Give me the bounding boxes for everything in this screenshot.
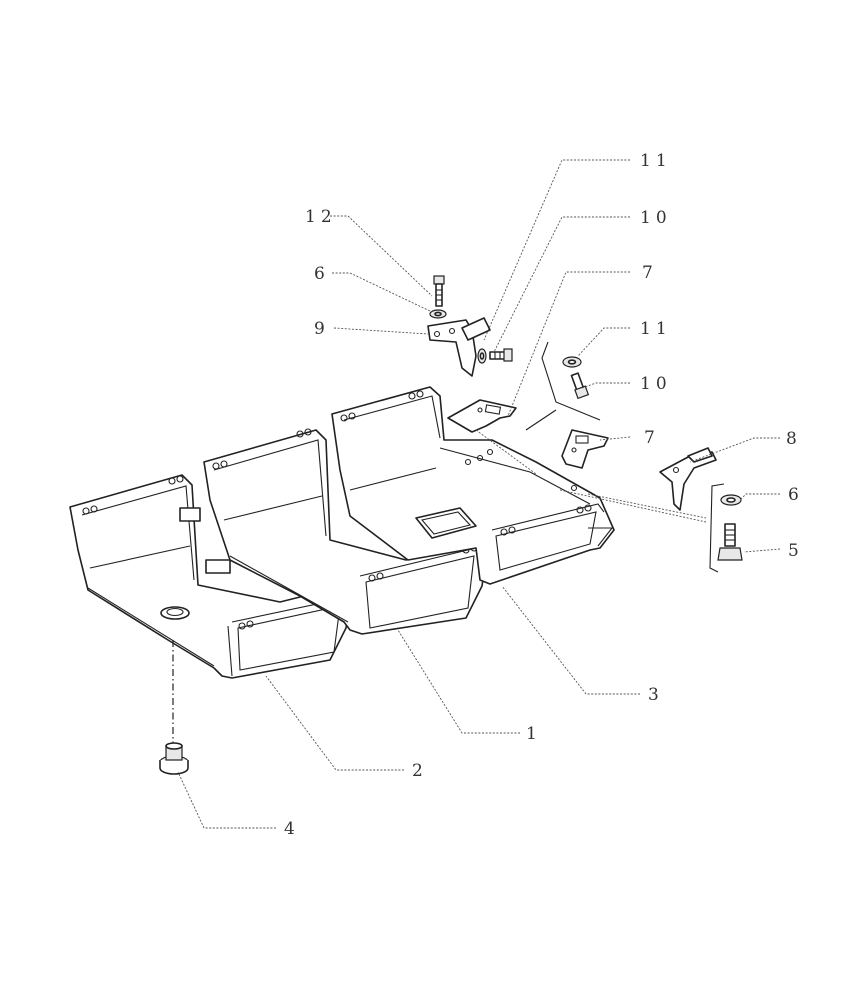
washer-6-upper (429, 309, 447, 319)
washer-6-right (720, 494, 742, 506)
callout-labels: 11 10 12 7 6 9 11 10 7 8 6 5 3 1 2 4 (284, 151, 804, 839)
callout-2: 2 (412, 761, 428, 781)
floor-mat-left (69, 474, 351, 679)
bracket-upper (427, 317, 491, 377)
callout-9: 9 (314, 319, 330, 339)
bracket-8 (659, 447, 717, 511)
callout-12: 12 (305, 207, 337, 227)
callout-4: 4 (284, 819, 300, 839)
bolt-5 (717, 523, 743, 561)
plate-7-lower (561, 429, 609, 469)
callout-8: 8 (786, 429, 802, 449)
callout-3: 3 (648, 685, 664, 705)
callout-5: 5 (788, 541, 804, 561)
bolt-10-right (570, 372, 590, 400)
callout-11-right: 11 (640, 319, 672, 339)
callout-6-upper: 6 (314, 264, 330, 284)
drain-plug (159, 640, 189, 775)
callout-1: 1 (526, 724, 542, 744)
leader-lines (177, 159, 781, 829)
callout-10-upper: 10 (640, 208, 672, 228)
washer-11-upper (477, 348, 487, 364)
callout-6-right: 6 (788, 485, 804, 505)
callout-11-upper: 11 (640, 151, 672, 171)
floor-mat-right (331, 386, 615, 585)
bolt-12 (433, 275, 445, 307)
callout-7-upper: 7 (642, 263, 658, 283)
bolt-10-upper (489, 348, 513, 362)
callout-10-right: 10 (640, 374, 672, 394)
plate-7-upper (447, 399, 517, 433)
callout-7-lower: 7 (644, 428, 660, 448)
washer-11-right (562, 356, 582, 368)
